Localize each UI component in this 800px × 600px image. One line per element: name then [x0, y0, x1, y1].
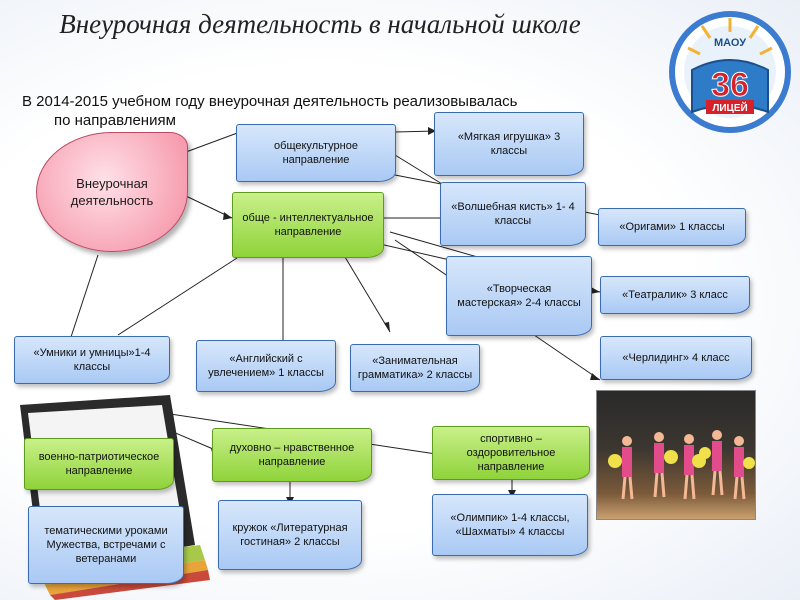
arrowhead [590, 287, 600, 294]
cheerleading-photo [596, 390, 756, 520]
logo-bottom-text: ЛИЦЕЙ [712, 101, 747, 114]
school-logo: МАОУ 36 ЛИЦЕЙ [669, 11, 791, 133]
connector-line [341, 251, 391, 333]
arrowhead [428, 127, 436, 135]
node-magic-brush: «Волшебная кисть» 1- 4 классы [440, 182, 586, 246]
logo-number: 36 [711, 66, 749, 104]
node-creative-workshop: «Творческая мастерская» 2-4 классы [446, 256, 592, 336]
dancers-image [608, 430, 755, 500]
node-grammar: «Занимательная грамматика» 2 классы [350, 344, 480, 392]
subtitle-line-2: по направлениям [54, 112, 176, 129]
logo-top-text: МАОУ [714, 37, 746, 49]
node-spiritual: духовно – нравственное направление [212, 428, 372, 482]
center-node: Внеурочная деятельность [36, 132, 188, 252]
node-cheerleading: «Черлидинг» 4 класс [600, 336, 752, 380]
node-thematic: тематическими уроками Мужества, встречам… [28, 506, 184, 584]
node-soft-toy: «Мягкая игрушка» 3 классы [434, 112, 584, 176]
arrowhead [590, 373, 600, 380]
arrowhead [223, 212, 232, 220]
node-general-intellectual: обще - интеллектуальное направление [232, 192, 384, 258]
node-olympic: «Олимпик» 1-4 классы, «Шахматы» 4 классы [432, 494, 588, 556]
connector-line [185, 131, 241, 153]
node-military: военно-патриотическое направление [24, 438, 174, 490]
subtitle-line-1: В 2014-2015 учебном году внеурочная деят… [22, 93, 518, 110]
connector-line [379, 243, 451, 261]
page-title: Внеурочная деятельность в начальной школ… [59, 9, 581, 39]
node-origami: «Оригами» 1 классы [598, 208, 746, 246]
connector-line [117, 257, 238, 336]
node-general-cultural: общекультурное направление [236, 124, 396, 182]
node-theater: «Театралик» 3 класс [600, 276, 750, 314]
connector-line [69, 254, 99, 341]
arrowhead [384, 322, 390, 332]
page-subtitle: В 2014-2015 учебном году внеурочная деят… [22, 92, 622, 130]
node-english: «Английский с увлечением» 1 классы [196, 340, 336, 392]
node-literary: кружок «Литературная гостиная» 2 классы [218, 500, 362, 570]
node-sport: спортивно – оздоровительное направление [432, 426, 590, 480]
node-smart-kids: «Умники и умницы»1-4 классы [14, 336, 170, 384]
